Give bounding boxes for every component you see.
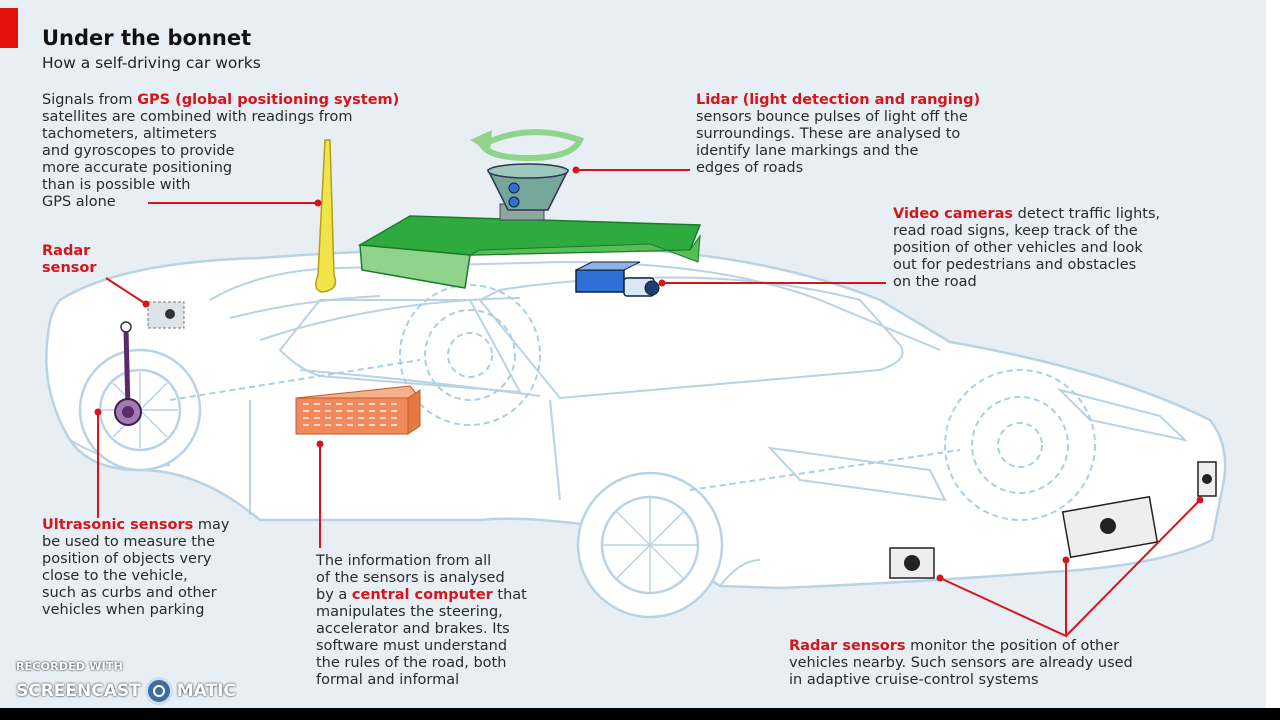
- rotation-arrow-icon: [470, 129, 585, 162]
- computer-caption-term: central computer: [351, 587, 493, 603]
- camera-icon: [575, 261, 660, 297]
- diagram-subtitle: How a self-driving car works: [42, 54, 261, 72]
- diagram-title: Under the bonnet: [42, 26, 252, 50]
- computer-caption: The information from all of the sensors …: [316, 553, 616, 689]
- radar-sensor-icon: [147, 301, 185, 329]
- radar-front-caption-term: Radar sensors: [789, 638, 906, 654]
- gps-caption-lead: Signals from: [42, 92, 138, 108]
- ultrasonic-caption-body: may be used to measure the position of o…: [42, 517, 230, 618]
- screencast-logo-icon: [144, 677, 173, 705]
- screencast-watermark: RECORDED WITH SCREENCAST MATIC: [16, 660, 236, 705]
- watermark-recorded-with: RECORDED WITH: [16, 660, 124, 673]
- header-accent-bar: [0, 8, 18, 48]
- front-radar-sensors: [889, 461, 1217, 579]
- lidar-caption-body: sensors bounce pulses of light off the s…: [696, 109, 968, 176]
- ultrasonic-caption: Ultrasonic sensors may be used to measur…: [42, 517, 302, 619]
- ultrasonic-sensor-icon: [114, 321, 142, 426]
- callout-dots: [94, 166, 1204, 582]
- computer-caption-lead: The information from all of the sensors …: [316, 553, 505, 603]
- lidar-caption: Lidar (light detection and ranging)senso…: [696, 92, 1096, 177]
- radar-sensor-caption-term: Radar sensor: [42, 243, 97, 276]
- video-caption: Video cameras detect traffic lights, rea…: [893, 206, 1253, 291]
- video-caption-term: Video cameras: [893, 206, 1014, 222]
- callout-lines: [97, 169, 1201, 638]
- radar-front-caption-body: monitor the position of other vehicles n…: [789, 638, 1133, 688]
- lidar-caption-term: Lidar (light detection and ranging): [696, 92, 981, 108]
- computer-icon: [295, 385, 421, 435]
- gps-antenna-icon: [315, 139, 337, 293]
- gps-caption: Signals from GPS (global positioning sys…: [42, 92, 462, 211]
- watermark-right: MATIC: [176, 681, 236, 701]
- window-right-edge: [1266, 0, 1280, 720]
- lidar-unit-icon: [486, 163, 570, 221]
- watermark-brand: SCREENCAST MATIC: [16, 677, 236, 705]
- roof-rack: [357, 215, 702, 289]
- hidden-wheels: [169, 284, 1096, 521]
- computer-caption-body: that manipulates the steering, accelerat…: [316, 587, 527, 688]
- radar-sensor-caption: Radar sensor: [42, 243, 142, 277]
- watermark-left: SCREENCAST: [16, 681, 141, 701]
- gps-caption-term: GPS (global positioning system): [137, 92, 400, 108]
- gps-caption-body: satellites are combined with readings fr…: [42, 109, 353, 210]
- window-bottom-edge: [0, 708, 1280, 720]
- video-caption-body: detect traffic lights, read road signs, …: [893, 206, 1161, 290]
- radar-front-caption: Radar sensors monitor the position of ot…: [789, 638, 1249, 689]
- ultrasonic-caption-term: Ultrasonic sensors: [42, 517, 194, 533]
